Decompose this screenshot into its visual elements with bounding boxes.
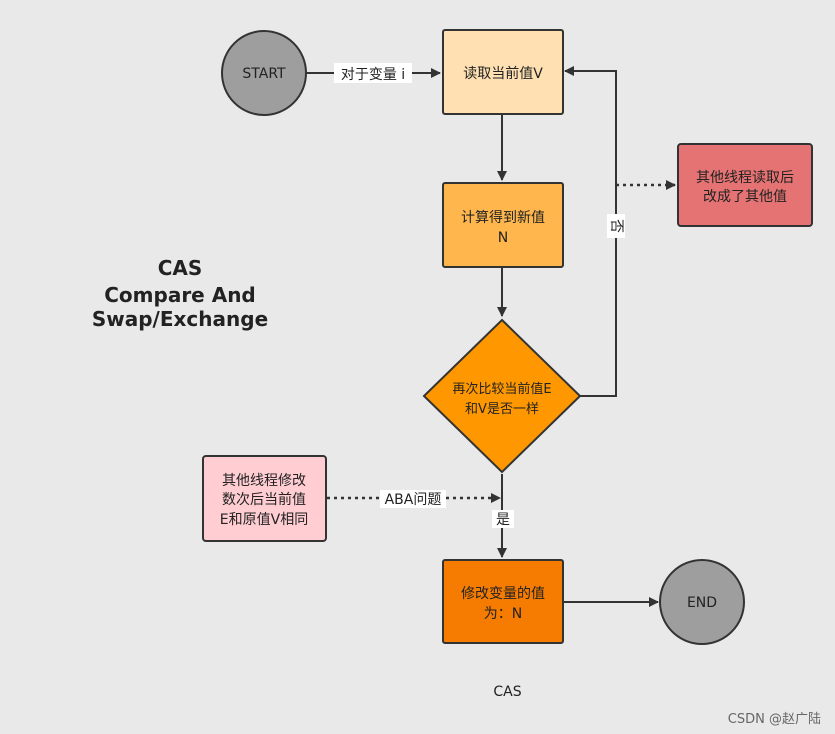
- edge-label-bg: [492, 510, 514, 528]
- compare-label-line1: 再次比较当前值E: [452, 381, 551, 397]
- edge-label-yes: 是: [496, 512, 510, 528]
- watermark: CSDN @赵广陆: [727, 712, 821, 727]
- diagram-title-line1: CAS: [157, 256, 203, 280]
- other-thread-read-node: 其他线程读取后 改成了其他值: [677, 143, 813, 227]
- compute-node: 计算得到新值 N: [442, 182, 564, 268]
- start-node: START: [221, 30, 307, 116]
- read-value-label: 读取当前值V: [463, 65, 543, 82]
- end-label: END: [687, 595, 717, 611]
- compute-label-line1: 计算得到新值: [461, 209, 545, 226]
- compute-label-line2: N: [498, 230, 508, 246]
- start-label: START: [242, 66, 286, 82]
- edge-label-bg: [334, 63, 412, 83]
- modify-label-line1: 修改变量的值: [461, 586, 545, 602]
- edge-label-bg: [607, 214, 625, 238]
- compare-decision-node: 再次比较当前值E 和V是否一样: [422, 318, 582, 474]
- diagram-title-line2: Compare And Swap/Exchange: [91, 283, 269, 331]
- modify-node: 修改变量的值 为：N: [442, 559, 564, 644]
- other-thread-read-line1: 其他线程读取后: [696, 169, 794, 186]
- compare-label-line2: 和V是否一样: [465, 402, 539, 417]
- edge-label-start-to-read: 对于变量 i: [341, 67, 405, 83]
- other-thread-read-line2: 改成了其他值: [703, 189, 787, 205]
- modify-label-line2: 为：N: [484, 606, 522, 622]
- edge-label-aba: ABA问题: [385, 492, 442, 508]
- footer-caption: CAS: [493, 684, 522, 700]
- read-value-node: 读取当前值V: [442, 29, 564, 115]
- end-node: END: [659, 559, 745, 645]
- aba-note-line2: 数次后当前值: [222, 491, 306, 508]
- edge-label-bg: [380, 490, 446, 508]
- edge-label-no: 否: [608, 219, 624, 233]
- aba-note-line3: E和原值V相同: [220, 512, 308, 528]
- aba-note-node: 其他线程修改 数次后当前值 E和原值V相同: [202, 455, 327, 542]
- aba-note-line1: 其他线程修改: [222, 473, 306, 489]
